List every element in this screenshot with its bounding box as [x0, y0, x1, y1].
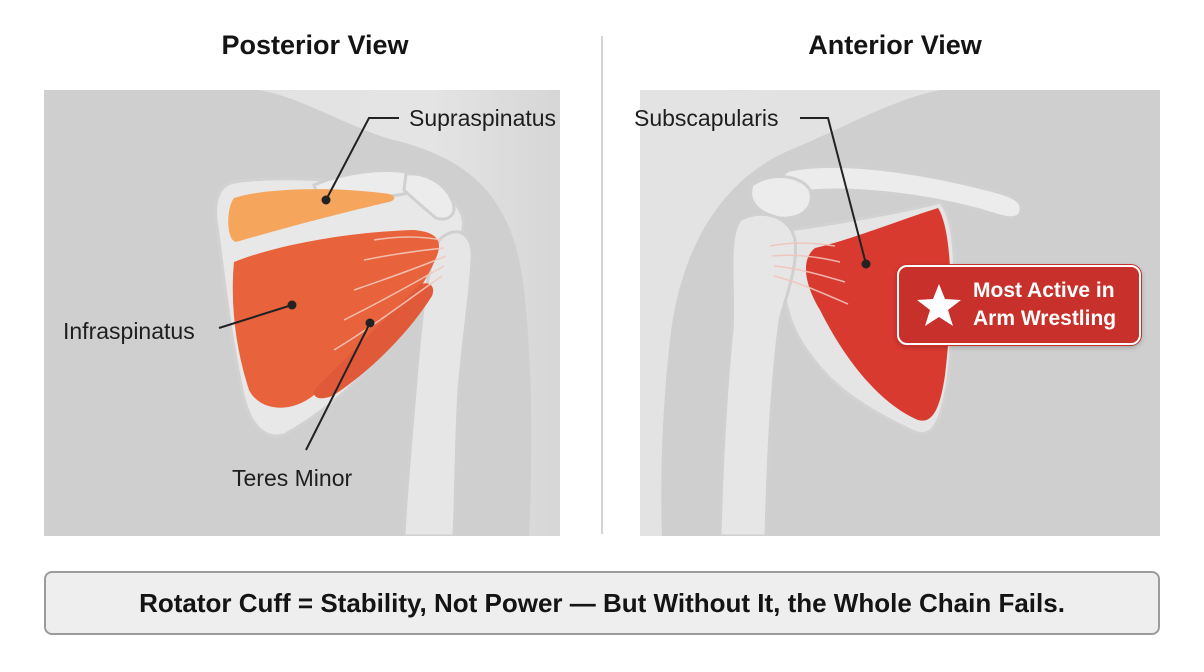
subscapularis-label: Subscapularis: [634, 105, 779, 131]
star-icon: [917, 284, 961, 326]
posterior-shoulder-illustration: [44, 90, 560, 536]
teres-minor-label: Teres Minor: [232, 465, 353, 491]
anterior-acromion: [749, 174, 813, 220]
badge-text: Most Active in Arm Wrestling: [973, 277, 1116, 333]
most-active-badge: Most Active in Arm Wrestling: [897, 265, 1141, 345]
infraspinatus-muscle: [232, 230, 440, 408]
panel-divider: [601, 36, 603, 534]
anterior-leader-lines: [800, 117, 871, 269]
anterior-view-title: Anterior View: [808, 30, 982, 60]
badge-line-1: Most Active in: [973, 279, 1115, 302]
caption-box: Rotator Cuff = Stability, Not Power — Bu…: [44, 571, 1160, 635]
caption-text: Rotator Cuff = Stability, Not Power — Bu…: [139, 587, 1065, 618]
anterior-humerus: [718, 212, 798, 536]
posterior-leader-lines: [218, 117, 399, 451]
supraspinatus-label: Supraspinatus: [409, 105, 557, 131]
posterior-clavicle: [402, 172, 456, 221]
subscapularis-muscle: [805, 208, 951, 421]
posterior-humerus: [402, 230, 474, 536]
infraspinatus-label: Infraspinatus: [63, 318, 195, 344]
badge-line-2: Arm Wrestling: [973, 307, 1117, 330]
supraspinatus-muscle: [228, 189, 395, 242]
teres-minor-muscle: [313, 283, 434, 399]
posterior-tendon-fibers: [333, 236, 447, 351]
posterior-view-title: Posterior View: [221, 30, 409, 60]
anterior-tendon-fibers: [769, 242, 849, 305]
